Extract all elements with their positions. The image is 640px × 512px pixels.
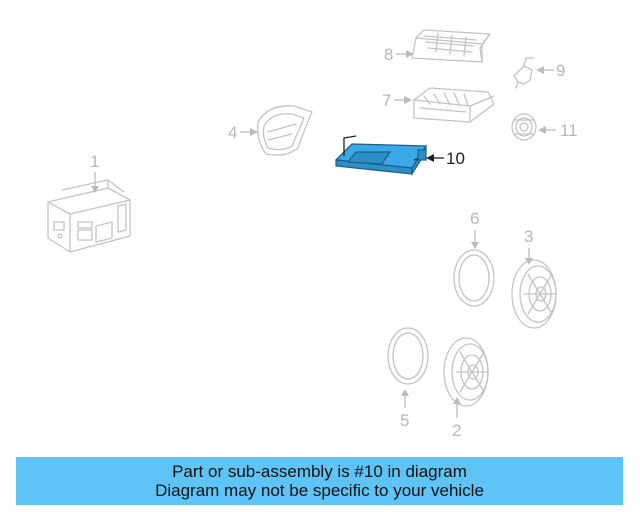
callout-1[interactable]: 1 (90, 152, 99, 171)
callout-10-arrowhead (426, 154, 434, 162)
info-banner: Part or sub-assembly is #10 in diagram D… (16, 457, 623, 505)
part-1-control-unit[interactable] (47, 179, 131, 253)
part-11-tweeter[interactable] (511, 113, 537, 141)
callout-9[interactable]: 9 (556, 61, 565, 80)
callout-3[interactable]: 3 (524, 227, 533, 246)
parts-diagram: 1 4 8 7 (47, 29, 578, 440)
callout-8[interactable]: 8 (384, 45, 393, 64)
banner-line-part-number: Part or sub-assembly is #10 in diagram (172, 462, 467, 481)
part-5-gasket-ring[interactable] (387, 327, 429, 385)
part-4-grille[interactable] (257, 105, 313, 156)
callout-11[interactable]: 11 (560, 121, 578, 140)
part-8-grille-panel[interactable] (411, 29, 491, 63)
callout-5-arrowhead (401, 389, 409, 396)
callout-8-arrowhead (406, 50, 414, 58)
part-3-speaker[interactable] (511, 259, 557, 329)
callout-5[interactable]: 5 (400, 411, 409, 430)
callout-7[interactable]: 7 (382, 91, 391, 110)
banner-line-disclaimer: Diagram may not be specific to your vehi… (155, 481, 484, 500)
part-10-module[interactable] (335, 135, 427, 177)
callout-4-arrowhead (250, 128, 258, 136)
callout-9-arrowhead (536, 66, 544, 74)
part-9-bracket[interactable] (513, 57, 535, 89)
callout-6[interactable]: 6 (470, 209, 479, 228)
callout-4[interactable]: 4 (228, 123, 237, 142)
callout-6-arrowhead (471, 242, 479, 249)
callout-3-arrowhead (525, 258, 533, 265)
part-2-speaker[interactable] (443, 337, 489, 407)
callout-10[interactable]: 10 (446, 149, 465, 168)
callout-2[interactable]: 2 (452, 421, 461, 440)
callout-1-arrowhead (91, 186, 99, 193)
callout-2-arrowhead (453, 397, 461, 404)
callout-7-arrowhead (404, 96, 412, 104)
callout-11-arrowhead (538, 126, 546, 134)
part-6-gasket-ring[interactable] (453, 249, 495, 307)
part-7-amplifier[interactable] (413, 87, 495, 123)
